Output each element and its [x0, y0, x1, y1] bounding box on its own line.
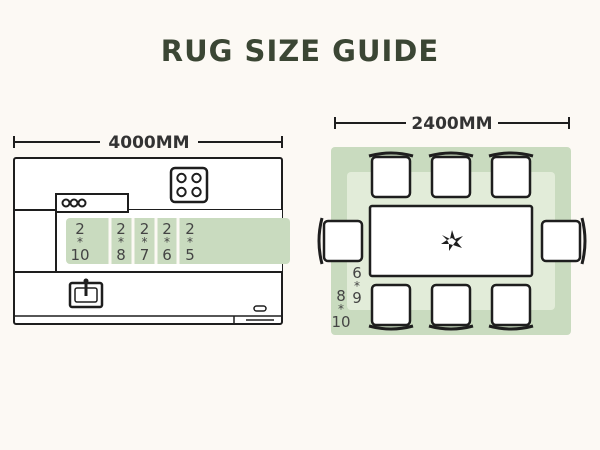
chair-top-2 [428, 151, 474, 199]
chair-left [317, 217, 364, 265]
kitchen-rug-size-8: 2 * 8 [116, 220, 126, 264]
rug-size-length: 7 [140, 246, 150, 264]
rug-size-length: 6 [162, 246, 172, 264]
rug-size-times: * [187, 235, 193, 249]
rug-size-width: 2 [116, 220, 126, 238]
rug-size-width: 2 [162, 220, 172, 238]
kitchen-rug-size-5: 2 * 5 [185, 220, 195, 264]
chair-bottom-3 [488, 283, 534, 331]
rug-size-width: 2 [185, 220, 195, 238]
rug-size-width: 8 [336, 287, 346, 305]
chair-top-1 [368, 151, 414, 199]
chair-top-3 [488, 151, 534, 199]
rug-size-width: 6 [352, 264, 362, 282]
page-title: RUG SIZE GUIDE [160, 34, 440, 68]
kitchen-rug-size-6: 2 * 6 [162, 220, 172, 264]
kitchen-width-dimension: 4000MM [13, 133, 283, 153]
rug-size-times: * [118, 235, 124, 249]
rug-size-times: * [338, 302, 344, 316]
dining-width-label: 2400MM [411, 114, 492, 134]
kitchen-rug-size-7: 2 * 7 [140, 220, 150, 264]
chair-right [540, 217, 587, 265]
centerpiece-icon [441, 230, 463, 251]
chair-bottom-2 [428, 283, 474, 331]
rug-size-width: 2 [140, 220, 150, 238]
dining-rug-size-6x9: 6 * 9 [352, 264, 362, 307]
rug-size-width: 2 [75, 220, 85, 238]
rug-size-length: 10 [331, 313, 350, 331]
chair-bottom-1 [368, 283, 414, 331]
dining-plan: 2400MM [317, 114, 587, 335]
kitchen-width-label: 4000MM [108, 133, 189, 153]
drawer-handle-icon [253, 305, 267, 312]
oven-icon [55, 193, 129, 213]
rug-size-times: * [142, 235, 148, 249]
rug-size-times: * [77, 235, 83, 249]
sink-icon [68, 278, 104, 309]
dining-width-dimension: 2400MM [334, 114, 570, 134]
rug-size-length: 9 [352, 289, 362, 307]
rug-size-length: 5 [185, 246, 195, 264]
rug-size-times: * [164, 235, 170, 249]
kitchen-plan: 4000MM [13, 133, 290, 325]
kitchen-rug-size-10: 2 * 10 [70, 220, 89, 264]
cooktop-icon [169, 166, 209, 204]
rug-size-times: * [354, 279, 360, 293]
rug-size-length: 10 [70, 246, 89, 264]
dining-rug-size-8x10: 8 * 10 [331, 287, 350, 331]
rug-size-length: 8 [116, 246, 126, 264]
